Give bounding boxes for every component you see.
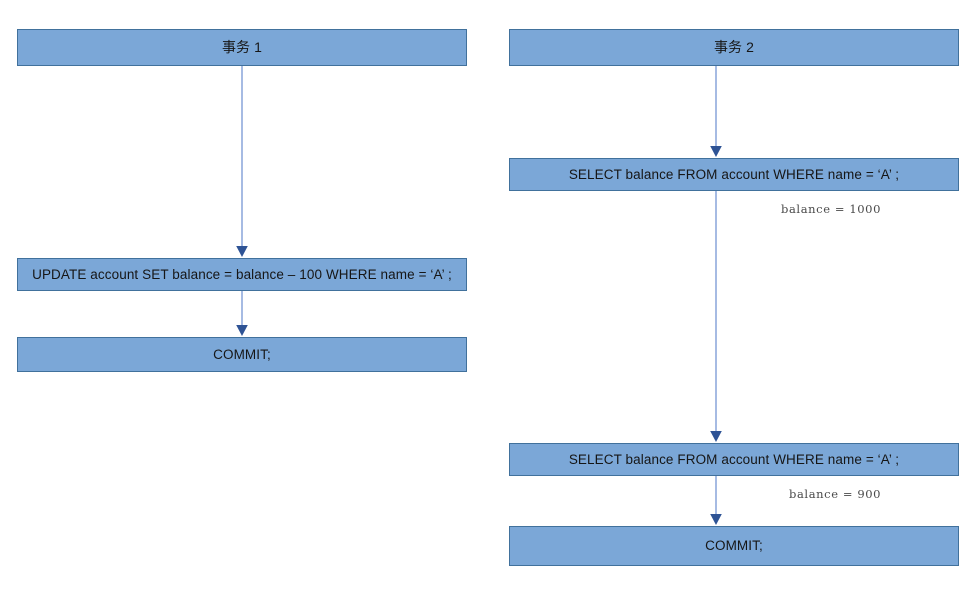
annotation-t2-result-1: balance = 1000 — [781, 202, 882, 216]
node-t2-commit[interactable]: COMMIT; — [509, 526, 959, 566]
lane-transaction-2: 事务 2 SELECT balance FROM account WHERE n… — [509, 0, 959, 591]
connector-header-to-update — [233, 66, 251, 258]
connector-select-2-to-commit — [707, 476, 725, 526]
node-transaction-2-header[interactable]: 事务 2 — [509, 29, 959, 66]
connector-update-to-commit — [233, 291, 251, 337]
annotation-t2-result-2: balance = 900 — [789, 487, 882, 501]
node-t2-select-2[interactable]: SELECT balance FROM account WHERE name =… — [509, 443, 959, 476]
node-t1-commit[interactable]: COMMIT; — [17, 337, 467, 372]
connector-select-1-to-select-2 — [707, 191, 725, 443]
connector-header-to-select-1 — [707, 66, 725, 158]
node-t2-select-1[interactable]: SELECT balance FROM account WHERE name =… — [509, 158, 959, 191]
lane-transaction-1: 事务 1 UPDATE account SET balance = balanc… — [17, 0, 467, 591]
node-t1-update[interactable]: UPDATE account SET balance = balance – 1… — [17, 258, 467, 291]
node-transaction-1-header[interactable]: 事务 1 — [17, 29, 467, 66]
